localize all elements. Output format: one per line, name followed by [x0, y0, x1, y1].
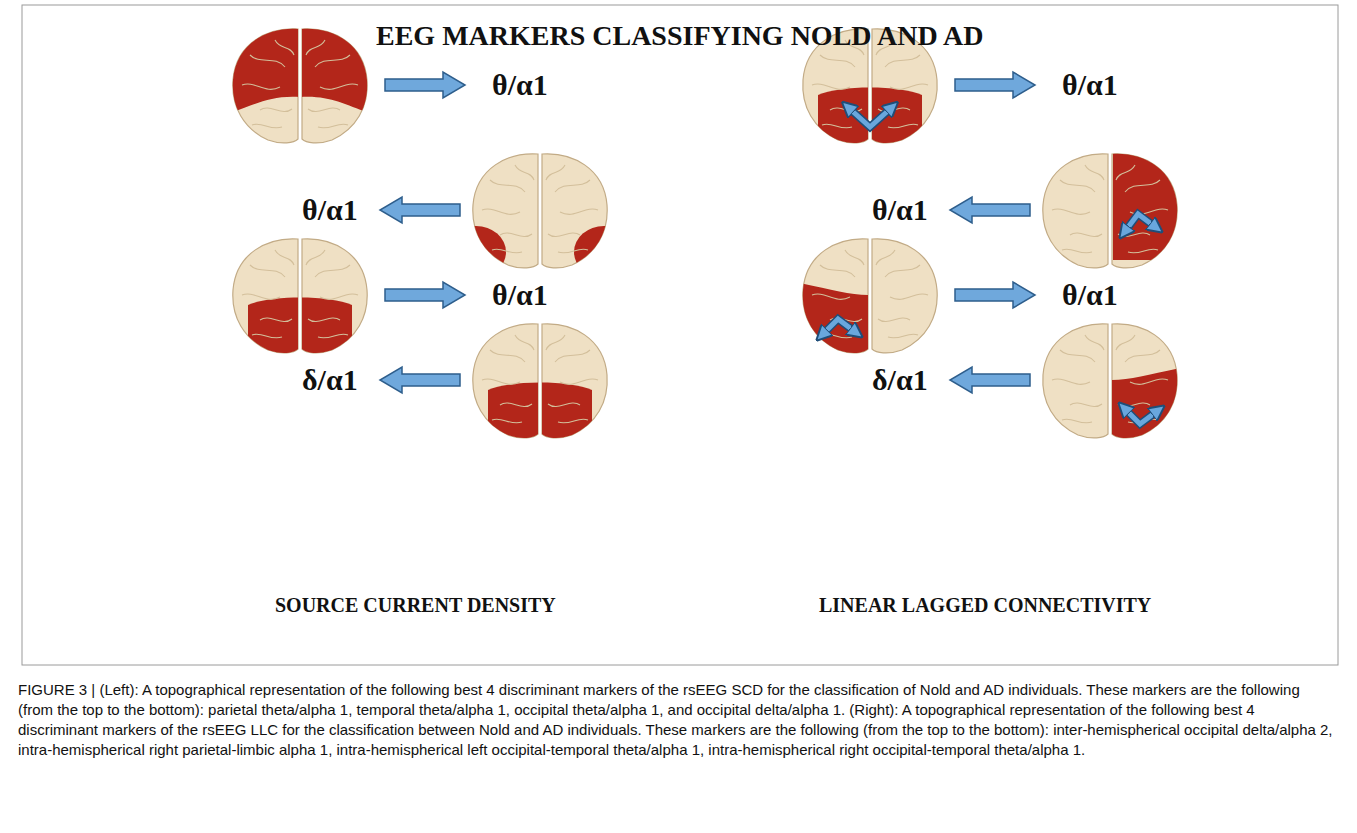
- figure-frame: [22, 5, 1338, 665]
- band-ratio-label: δ/α1: [872, 363, 928, 397]
- band-ratio-label: δ/α1: [302, 363, 358, 397]
- brain-left-occipital-temporal: [800, 239, 937, 355]
- block-arrow: [380, 197, 460, 223]
- brain-parietal: [230, 25, 370, 143]
- panel-label: LINEAR LAGGED CONNECTIVITY: [819, 594, 1151, 617]
- band-ratio-label: θ/α1: [1062, 278, 1118, 312]
- band-ratio-label: θ/α1: [1062, 68, 1118, 102]
- block-arrow: [385, 72, 465, 98]
- figure-caption: FIGURE 3 | (Left): A topographical repre…: [18, 680, 1338, 760]
- brain-occipital: [473, 324, 607, 440]
- brain-right-parietal-limbic: [1043, 150, 1183, 268]
- brain-right-occipital-temporal: [1043, 324, 1180, 440]
- block-arrow: [385, 282, 465, 308]
- block-arrow: [955, 282, 1035, 308]
- band-ratio-label: θ/α1: [302, 193, 358, 227]
- block-arrow: [955, 72, 1035, 98]
- brain-occipital: [233, 239, 367, 355]
- block-arrow: [950, 367, 1030, 393]
- block-arrow: [380, 367, 460, 393]
- band-ratio-label: θ/α1: [492, 278, 548, 312]
- figure-title: EEG MARKERS CLASSIFYING NOLD AND AD: [376, 20, 984, 52]
- band-ratio-label: θ/α1: [872, 193, 928, 227]
- block-arrow: [950, 197, 1030, 223]
- panel-label: SOURCE CURRENT DENSITY: [275, 594, 556, 617]
- band-ratio-label: θ/α1: [492, 68, 548, 102]
- brain-temporal: [446, 154, 634, 278]
